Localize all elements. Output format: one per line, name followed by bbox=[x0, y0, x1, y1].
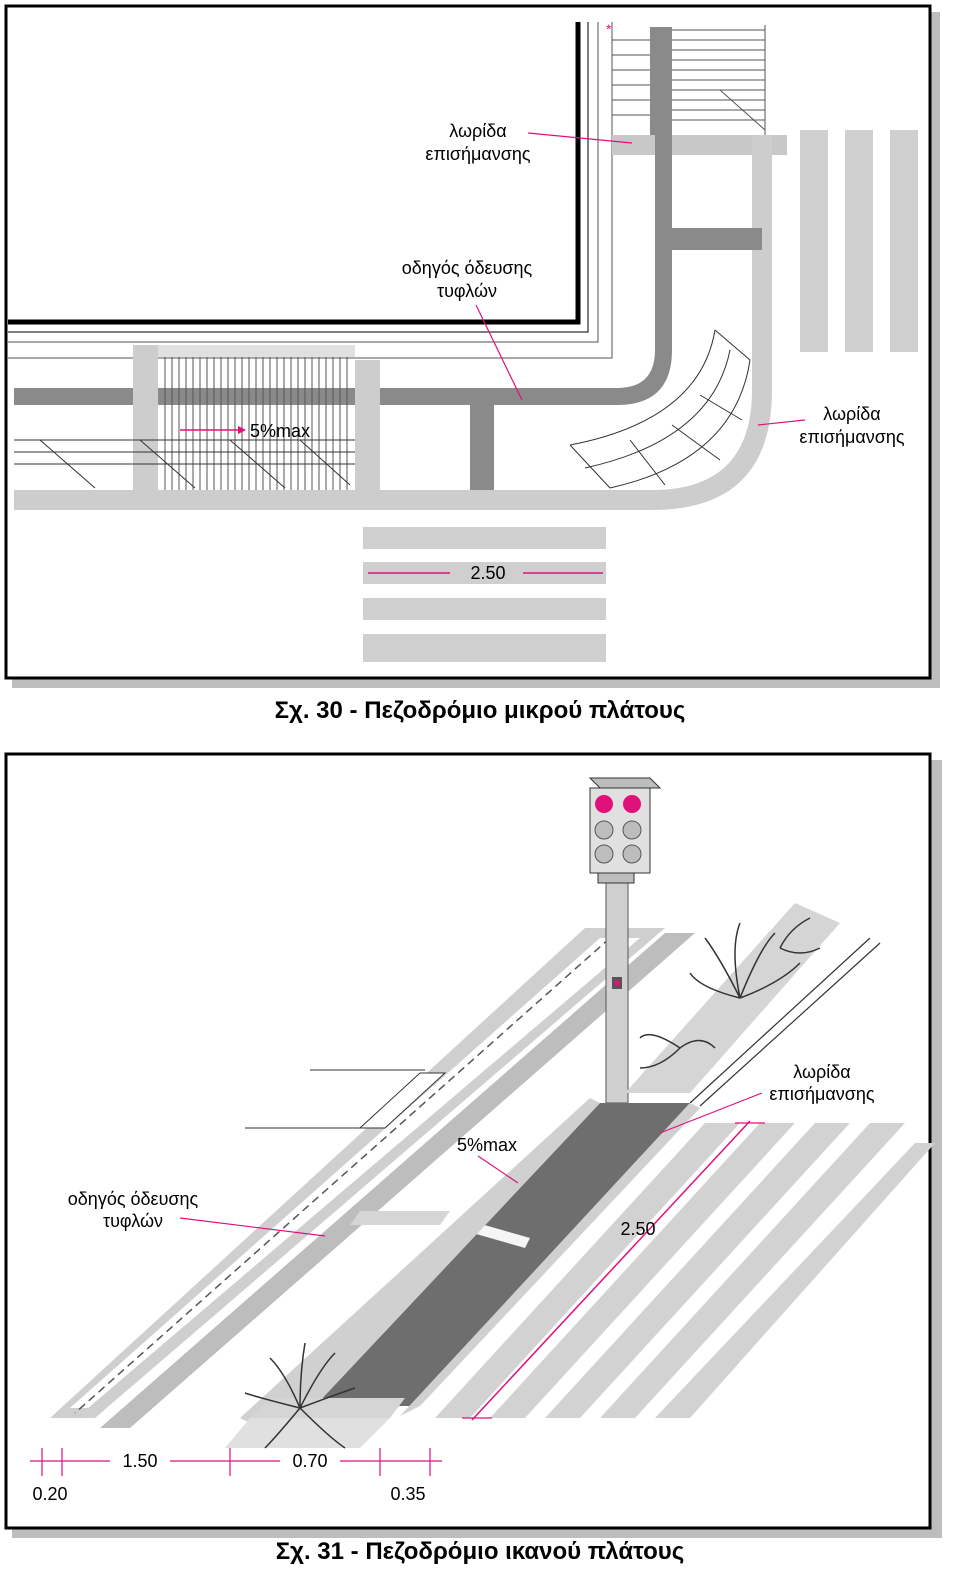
crosswalk-stripes bbox=[435, 1123, 935, 1418]
slope-label: 5%max bbox=[250, 421, 310, 441]
label-warning-strip-top-2: επισήμανσης bbox=[425, 144, 530, 164]
figure2-caption: Σχ. 31 - Πεζοδρόμιο ικανού πλάτους bbox=[275, 1538, 685, 1565]
planter-upper bbox=[625, 903, 881, 1107]
guide-branch bbox=[350, 1211, 450, 1225]
planter-lower bbox=[225, 1342, 405, 1449]
step-block bbox=[245, 1069, 447, 1129]
dim-0-70: 0.70 bbox=[292, 1451, 327, 1471]
label-warning-strip-top-1: λωρίδα bbox=[449, 121, 506, 141]
guide-strip-long bbox=[100, 933, 695, 1428]
slope-label-2: 5%max bbox=[457, 1135, 517, 1155]
label-warning-strip-right-2: επισήμανσης bbox=[799, 427, 904, 447]
crosswalk-bottom bbox=[363, 527, 606, 662]
dimension-line bbox=[30, 1448, 442, 1476]
guide-branch-right bbox=[672, 228, 762, 250]
crossing-ramp bbox=[315, 1103, 690, 1406]
label-guide-2-2: τυφλών bbox=[103, 1211, 163, 1231]
label-warning-strip-1: λωρίδα bbox=[793, 1062, 850, 1082]
figure1-caption: Σχ. 30 - Πεζοδρόμιο μικρού πλάτους bbox=[274, 697, 686, 724]
label-guide-2: τυφλών bbox=[437, 281, 497, 301]
figure-narrow-sidewalk: * bbox=[4, 4, 940, 688]
curb-strip-left bbox=[50, 928, 665, 1418]
red-light-left bbox=[595, 795, 613, 813]
guide-branch-down bbox=[470, 405, 494, 490]
label-warning-strip-right-1: λωρίδα bbox=[823, 404, 880, 424]
ramp-top-hatching bbox=[612, 25, 766, 135]
figure-wide-sidewalk: λωρίδα επισήμανσης 5%max 2.50 οδηγός όδε… bbox=[4, 752, 942, 1538]
label-guide-2-1: οδηγός όδευσης bbox=[68, 1189, 199, 1209]
traffic-light bbox=[588, 777, 662, 1104]
red-light-right bbox=[623, 795, 641, 813]
ramp-corner-hatching bbox=[569, 329, 751, 489]
building-block bbox=[8, 22, 613, 359]
ramp-left bbox=[14, 345, 380, 490]
sidewalk-strip-b bbox=[400, 1103, 700, 1416]
sidewalk-strip-a bbox=[240, 1098, 600, 1428]
label-guide-1: οδηγός όδευσης bbox=[402, 258, 533, 278]
guide-top-vertical bbox=[650, 27, 672, 135]
crossing-width-label-2: 2.50 bbox=[620, 1219, 655, 1239]
crosswalk-right bbox=[800, 130, 918, 352]
dim-0-35: 0.35 bbox=[390, 1484, 425, 1504]
dim-1-50: 1.50 bbox=[122, 1451, 157, 1471]
svg-text:*: * bbox=[606, 21, 612, 37]
dim-0-20: 0.20 bbox=[32, 1484, 67, 1504]
label-warning-strip-2: επισήμανσης bbox=[769, 1084, 874, 1104]
crossing-width-label: 2.50 bbox=[470, 563, 505, 583]
